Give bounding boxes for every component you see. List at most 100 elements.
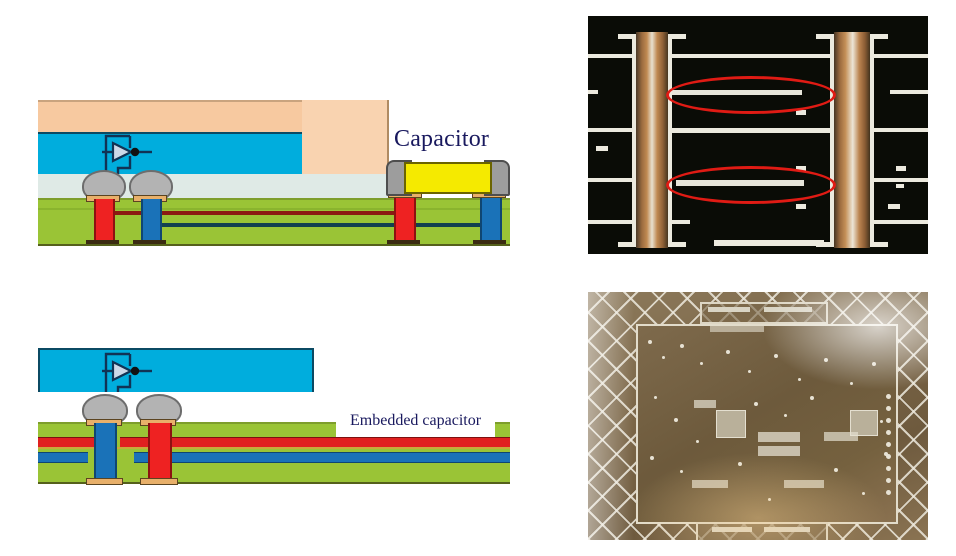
pad-dot — [680, 344, 684, 348]
via-blue-capacitor-bottom-pad — [473, 240, 506, 244]
inverter-schematic-symbol — [102, 134, 152, 176]
copper-fragment — [596, 146, 608, 151]
figure-panel-photograph — [588, 292, 928, 540]
edge-pad — [886, 466, 891, 471]
copper-layer-row — [670, 128, 830, 133]
edge-pad — [886, 394, 891, 399]
pad-dot — [648, 340, 652, 344]
pad-dot — [862, 492, 865, 495]
silicon-die-layer-embedded — [38, 348, 314, 396]
via-pad-cap — [618, 242, 636, 247]
via-wall — [668, 34, 672, 246]
coupon-strip-pad — [708, 307, 750, 312]
connector-outline — [710, 326, 764, 332]
copper-fragment — [896, 166, 906, 171]
via-red-left — [94, 199, 115, 242]
plated-through-hole-left — [636, 32, 668, 248]
edge-pad — [886, 478, 891, 483]
copper-fragment — [888, 204, 900, 209]
via-red-capacitor — [394, 196, 416, 242]
edge-pad — [886, 490, 891, 495]
via-red-right-bottom-pad-embedded — [140, 478, 178, 485]
copper-layer-row — [872, 178, 928, 182]
copper-layer-row — [890, 90, 928, 94]
embedded-capacitor-label: Embedded capacitor — [336, 406, 496, 437]
copper-fragment — [796, 110, 806, 115]
via-blue-capacitor — [480, 196, 502, 242]
edge-pad — [886, 442, 891, 447]
copper-fragment — [896, 184, 904, 188]
pad-dot — [834, 468, 838, 472]
via-wall — [870, 34, 874, 246]
via-red-right-embedded — [148, 423, 172, 480]
annotation-ellipse-lower[interactable] — [666, 166, 836, 204]
via-pad-cap — [870, 242, 888, 247]
copper-fragment — [796, 204, 806, 209]
silicon-die-layer — [38, 132, 302, 178]
via-wall — [632, 34, 636, 246]
via-blue-second — [141, 199, 162, 242]
pad-dot — [700, 362, 703, 365]
capacitor-label: Capacitor — [394, 126, 490, 152]
via-red-capacitor-bottom-pad — [387, 240, 420, 244]
copper-layer-row — [872, 54, 928, 58]
edge-pad — [886, 454, 891, 459]
pad-dot — [754, 402, 758, 406]
pad-dot — [880, 420, 883, 423]
copper-layer-row — [670, 220, 690, 224]
copper-layer-row — [714, 240, 824, 246]
copper-layer-row — [588, 128, 632, 132]
via-pad-cap — [816, 242, 834, 247]
connector-outline — [784, 480, 824, 488]
plated-through-hole-right — [834, 32, 870, 248]
copper-fragment — [796, 166, 806, 171]
edge-pad — [886, 430, 891, 435]
via-blue-left-embedded — [94, 423, 117, 480]
connector-outline — [694, 400, 716, 408]
substrate-core-band — [38, 208, 510, 210]
pad-dot — [674, 418, 678, 422]
via-blue-second-bottom-pad — [133, 240, 166, 244]
figure-embedded-capacitor-cross-section: Embedded capacitor — [38, 348, 510, 488]
figure-micrograph-cross-section — [588, 16, 928, 254]
pad-dot — [654, 396, 657, 399]
via-pad-cap — [618, 34, 636, 39]
pad-dot — [680, 470, 683, 473]
connector-outline — [692, 480, 728, 488]
panel-coupon-strip-bottom — [696, 522, 828, 540]
bga-footprint-left — [716, 410, 746, 438]
copper-layer-row — [872, 128, 928, 132]
copper-layer-row — [588, 178, 632, 182]
via-wall — [830, 34, 834, 246]
pad-dot — [748, 370, 751, 373]
embedded-capacitor-ground-plane-main — [134, 452, 510, 463]
pad-dot — [696, 440, 699, 443]
copper-layer-row — [588, 54, 632, 58]
pad-dot — [662, 356, 665, 359]
pad-dot — [784, 414, 787, 417]
coupon-strip-pad — [712, 527, 752, 532]
via-red-left-bottom-pad — [86, 240, 119, 244]
trace-power-stub — [115, 211, 141, 215]
via-pad-cap — [870, 34, 888, 39]
annotation-ellipse-upper[interactable] — [666, 76, 836, 114]
capacitor-body — [404, 162, 492, 194]
trace-ground-long — [162, 223, 446, 227]
pad-dot — [650, 456, 654, 460]
edge-pad — [886, 418, 891, 423]
connector-outline — [758, 446, 800, 456]
trace-power-long — [162, 211, 398, 215]
inverter-schematic-symbol-embedded — [102, 352, 152, 396]
connector-outline — [824, 432, 858, 441]
via-pad-cap — [816, 34, 834, 39]
pad-dot — [726, 350, 730, 354]
mold-compound-shadow — [302, 100, 389, 176]
copper-layer-row — [670, 54, 830, 58]
bga-footprint-right — [850, 410, 878, 436]
photo-glare-top-right — [758, 292, 928, 392]
pad-dot — [738, 462, 742, 466]
figure-discrete-capacitor-cross-section: Capacitor — [38, 96, 510, 246]
photo-glare-bottom — [628, 452, 888, 540]
copper-layer-row — [588, 220, 632, 224]
pad-dot — [810, 396, 814, 400]
